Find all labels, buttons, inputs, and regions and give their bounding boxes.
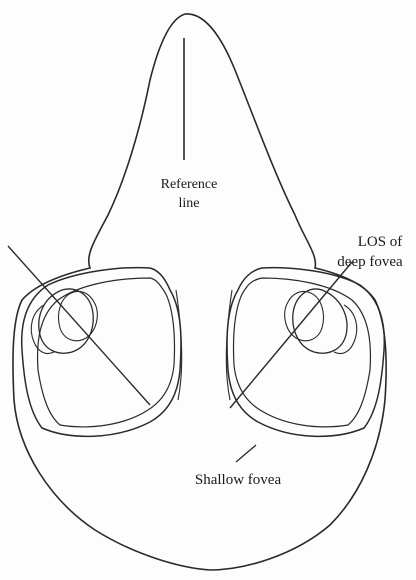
right-cornea bbox=[334, 305, 357, 354]
shallow-fovea-label: Shallow fovea bbox=[195, 472, 282, 488]
left-los-line bbox=[8, 246, 150, 405]
reference-label-line2: line bbox=[179, 196, 200, 211]
left-eye-orbit bbox=[22, 268, 181, 437]
left-lens-inner bbox=[59, 291, 98, 340]
right-lens-inner bbox=[285, 291, 324, 340]
right-los-line bbox=[230, 262, 352, 408]
left-lens bbox=[39, 289, 93, 353]
reference-label-line1: Reference bbox=[161, 177, 218, 192]
right-eye-inner bbox=[234, 278, 371, 427]
right-eye-orbit bbox=[227, 268, 384, 437]
los-label-line1: LOS of bbox=[358, 234, 403, 250]
shallow-fovea-pointer bbox=[236, 445, 256, 462]
left-cornea bbox=[31, 305, 54, 354]
los-label-line2: deep fovea bbox=[337, 254, 403, 270]
right-lens bbox=[293, 289, 347, 353]
